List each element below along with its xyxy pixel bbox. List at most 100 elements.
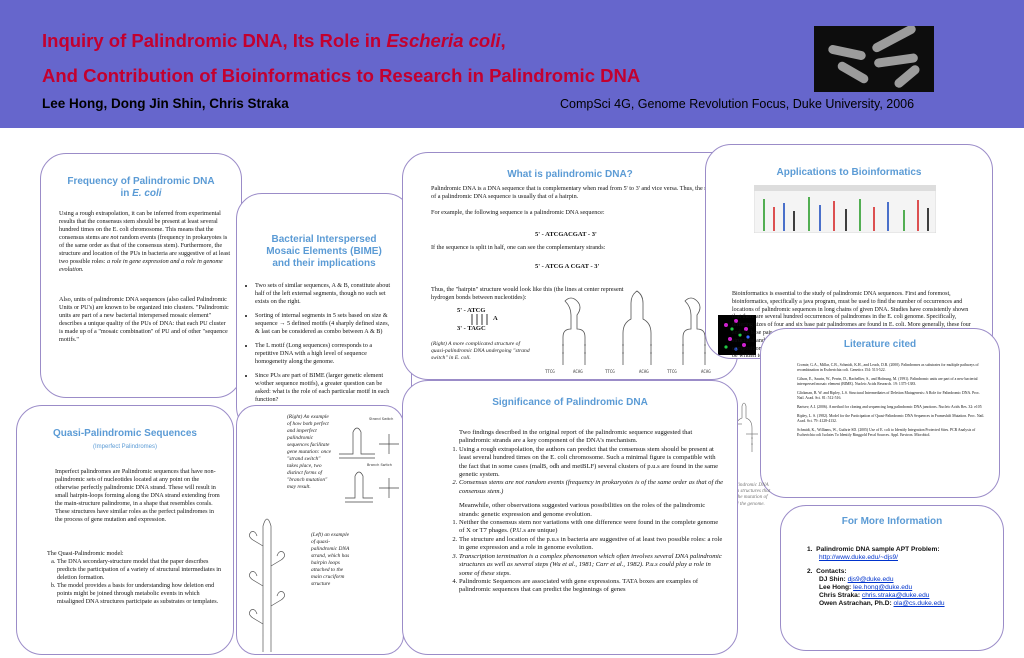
ecoli-micrograph: [814, 26, 934, 92]
significance-middle: Meanwhile, other observations suggested …: [459, 502, 706, 518]
quasi-model-item: The model provides a basis for understan…: [57, 582, 223, 606]
frequency-paragraph-1: Using a rough extrapolation, it can be i…: [59, 210, 231, 273]
apt-problem-link[interactable]: http://www.duke.edu/~djs9/: [819, 554, 898, 561]
what-is-title: What is palindromic DNA?: [507, 169, 633, 180]
significance-item: Using a rough extrapolation, the authors…: [459, 446, 725, 480]
frequency-title-in: in: [120, 188, 133, 199]
contact-item: Chris Straka: chris.straka@duke.edu: [819, 592, 930, 599]
molecule-image: [718, 315, 756, 355]
bime-item: Sorting of internal segments in 5 sets b…: [255, 312, 395, 336]
significance-title: Significance of Palindromic DNA: [492, 397, 648, 408]
side-caption: Above: Palindromic DNA able to form stru…: [713, 482, 771, 507]
literature-refs: Cromie, G.A., Millar, C.B., Schmidt, K.H…: [797, 363, 987, 446]
quasi-model-item: The DNA secondary-structure model that t…: [57, 558, 223, 582]
contact-email-link[interactable]: ola@cs.duke.edu: [893, 600, 945, 607]
more-info-text: 1. Palindromic DNA sample APT Problem: h…: [807, 546, 997, 608]
what-paragraph-1: Palindromic DNA is a DNA sequence that i…: [431, 185, 719, 200]
quasi-panel: Quasi-Palindromic Sequences (Imperfect P…: [16, 405, 234, 655]
title-suffix: ,: [500, 30, 506, 51]
fig-label: TTCG: [545, 369, 555, 374]
what-is-panel: What is palindromic DNA? Palindromic DNA…: [402, 152, 738, 380]
quasi-title: Quasi-Palindromic Sequences: [53, 428, 197, 439]
reference: Bartsev, A.I. (2006). A method for cloni…: [797, 405, 982, 409]
strand-switch-panel: (Right) An example of how both perfect a…: [236, 405, 404, 655]
contact-item: Owen Astrachan, Ph.D: ola@cs.duke.edu: [819, 600, 945, 607]
strand-switch-figure: TTCG ACAG TTCG ACAG TTCG ACAG: [545, 290, 711, 374]
frequency-panel: Frequency of Palindromic DNA in E. coli …: [40, 153, 242, 398]
what-paragraph-4: Thus, the "hairpin" structure would look…: [431, 286, 624, 301]
contact-item: Lee Hong: lee.hong@duke.edu: [819, 584, 913, 591]
frequency-title: Frequency of Palindromic DNA in E. coli: [41, 176, 241, 200]
reference: Gilson, E., Saurin, W., Perrin, D., Bach…: [797, 377, 978, 386]
strand-caption-left: (Left) an example of quasi-palindromic D…: [311, 532, 350, 587]
fig-label: TTCG: [667, 369, 677, 374]
quasi-paragraph: Imperfect palindromes are Palindromic se…: [55, 468, 220, 523]
contact-item: DJ Shin: djs9@duke.edu: [819, 576, 894, 583]
title-species: Escheria coli: [386, 30, 501, 51]
sequence-split: 5' - ATCG A CGAT - 3': [535, 263, 600, 270]
significance-item: Palindromic Sequences are associated wit…: [459, 578, 725, 595]
fig-label: Strand Switch: [369, 417, 393, 421]
frequency-title-text: Frequency of Palindromic DNA: [67, 176, 215, 187]
title-prefix: Inquiry of Palindromic DNA, Its Role in: [42, 30, 387, 51]
reference: Cromie, G.A., Millar, C.B., Schmidt, K.H…: [797, 363, 979, 372]
quasi-text: Imperfect palindromes are Palindromic se…: [55, 468, 221, 532]
quasi-model: The Quasi-Palindromic model: The DNA sec…: [47, 550, 223, 606]
more-info-title: For More Information: [841, 516, 943, 527]
hairpin-top: 5' - ATCG: [457, 307, 486, 314]
more-info-panel: For More Information 1. Palindromic DNA …: [780, 505, 1004, 651]
fig-label: ACAG: [639, 369, 649, 374]
bime-item: Two sets of similar sequences, A & B, co…: [255, 282, 395, 306]
significance-item: Neither the consensus stem nor variation…: [459, 519, 725, 536]
reference: Schmidt, K., Williams, W., Guthrie SD. (…: [797, 428, 976, 437]
significance-item: The structure and location of the p.u.s …: [459, 536, 725, 553]
what-caption: (Right) A more complicated structure of …: [431, 341, 530, 361]
significance-item: Consensus stems are not random events (f…: [459, 479, 725, 496]
significance-panel: Significance of Palindromic DNA Two find…: [402, 380, 738, 655]
what-paragraph-3: If the sequence is split in half, one ca…: [431, 244, 606, 251]
bime-text: Two sets of similar sequences, A & B, co…: [245, 282, 395, 410]
significance-list-1: Using a rough extrapolation, the authors…: [445, 446, 725, 496]
poster-header: Inquiry of Palindromic DNA, Its Role in …: [0, 0, 1024, 128]
title-line-1: Inquiry of Palindromic DNA, Its Role in …: [42, 30, 506, 52]
contact-email-link[interactable]: lee.hong@duke.edu: [853, 584, 913, 591]
more-info-item-2: 2. Contacts:: [807, 568, 847, 575]
quasi-model-list: The DNA secondary-structure model that t…: [47, 558, 223, 606]
frequency-paragraph-2: Also, units of palindromic DNA sequences…: [59, 296, 229, 343]
bime-item: Since PUs are part of BIME (larger genet…: [255, 372, 395, 404]
literature-panel: Literature cited Cromie, G.A., Millar, C…: [760, 328, 1000, 498]
contact-email-link[interactable]: chris.straka@duke.edu: [861, 592, 930, 599]
quasi-model-title: The Quasi-Palindromic model:: [47, 550, 124, 557]
authors: Lee Hong, Dong Jin Shin, Chris Straka: [42, 96, 289, 111]
bime-panel: Bacterial Interspersed Mosaic Elements (…: [236, 193, 412, 433]
significance-item: Transcription termination is a complex p…: [459, 553, 725, 578]
what-paragraph-2: For example, the following sequence is a…: [431, 209, 605, 216]
reference: Ripley, L. S. (1982). Model for the Part…: [797, 414, 985, 423]
bime-title: Bacterial Interspersed Mosaic Elements (…: [266, 234, 382, 269]
strand-switch-diagram: Strand Switch Branch Switch: [339, 417, 399, 503]
applications-title: Applications to Bioinformatics: [776, 167, 922, 178]
reference: Glickman, B. W. and Ripley, L.S. Structu…: [797, 391, 981, 400]
strand-caption-right: (Right) An example of how both perfect a…: [287, 414, 332, 490]
literature-title: Literature cited: [843, 339, 917, 350]
frequency-text: Using a rough extrapolation, it can be i…: [59, 210, 231, 352]
significance-text: Two findings described in the original r…: [445, 429, 725, 595]
fig-label: Branch Switch: [367, 463, 392, 467]
hairpin-bottom: 3' - TAGC: [457, 325, 486, 332]
significance-list-2: Neither the consensus stem nor variation…: [445, 519, 725, 595]
fig-label: ACAG: [701, 369, 711, 374]
quasi-palindrome-diagram: [249, 518, 285, 652]
bime-item: The L motif (Long sequences) corresponds…: [255, 342, 395, 366]
bime-list: Two sets of similar sequences, A & B, co…: [245, 282, 395, 404]
contact-list: DJ Shin: djs9@duke.edu Lee Hong: lee.hon…: [807, 576, 997, 608]
hairpin-loop: A: [493, 315, 498, 322]
sequence-full: 5' - ATCGACGAT - 3': [535, 231, 597, 238]
course-info: CompSci 4G, Genome Revolution Focus, Duk…: [560, 97, 915, 111]
title-line-2: And Contribution of Bioinformatics to Re…: [42, 65, 641, 86]
contact-email-link[interactable]: djs9@duke.edu: [847, 576, 894, 583]
significance-intro: Two findings described in the original r…: [459, 429, 693, 445]
quasi-subtitle: (Imperfect Palindromes): [92, 444, 158, 450]
chromatogram-image: [754, 185, 936, 233]
what-is-text: Palindromic DNA is a DNA sequence that i…: [431, 185, 723, 225]
more-info-item-1: 1. Palindromic DNA sample APT Problem:: [807, 546, 940, 553]
